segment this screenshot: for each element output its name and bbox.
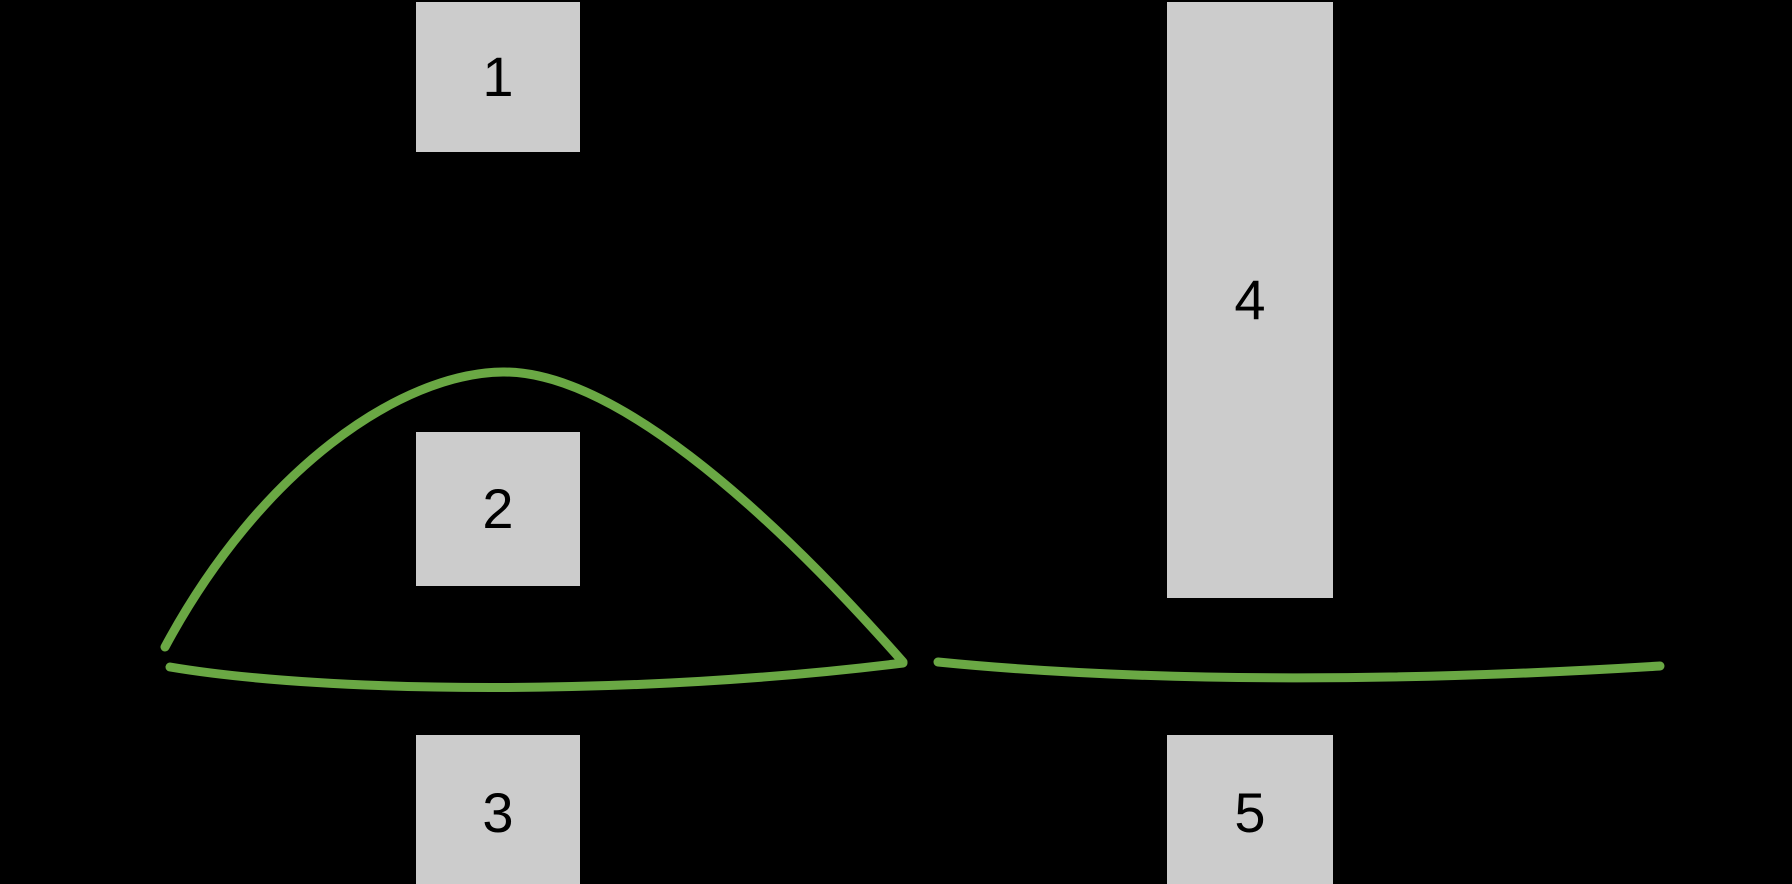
- node-box-2[interactable]: 2: [416, 432, 580, 586]
- node-box-1-label: 1: [482, 45, 514, 108]
- node-box-4[interactable]: 4: [1167, 2, 1333, 598]
- node-box-4-label: 4: [1234, 268, 1266, 331]
- flat-baseline-right-path: [933, 657, 1665, 683]
- flat-baseline-left-path: [165, 658, 908, 692]
- node-box-2-label: 2: [482, 477, 514, 540]
- node-box-5-label: 5: [1234, 780, 1266, 844]
- node-box-3[interactable]: 3: [416, 735, 580, 884]
- node-box-5[interactable]: 5: [1167, 735, 1333, 884]
- node-box-1[interactable]: 1: [416, 2, 580, 152]
- arc-over-node-2-path: [160, 367, 908, 667]
- node-box-3-label: 3: [482, 780, 514, 844]
